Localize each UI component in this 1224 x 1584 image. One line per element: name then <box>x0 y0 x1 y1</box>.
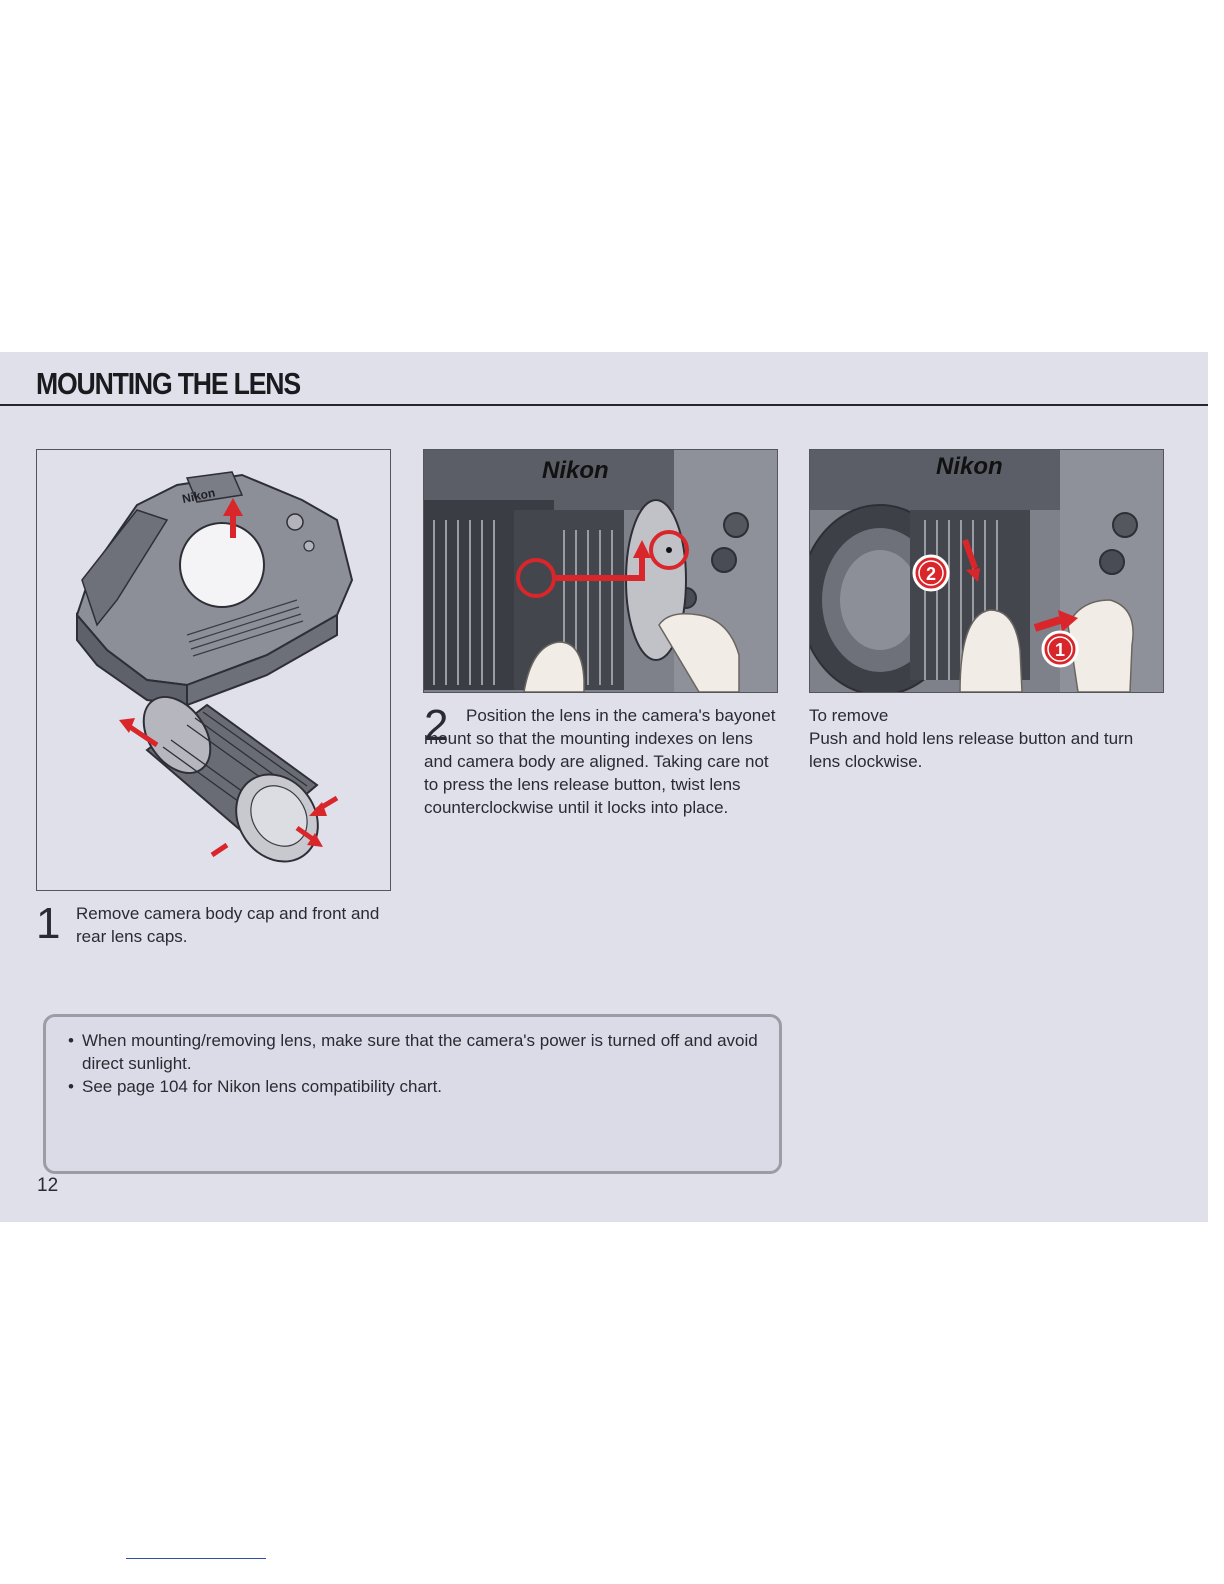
fig1-brand-text: Nikon <box>181 485 217 506</box>
camera-body-illustration <box>75 471 354 707</box>
figure-remove-lens: 2 1 Nikon <box>809 449 1164 693</box>
fig3-brand-text: Nikon <box>936 453 1003 480</box>
fig2-brand-text: Nikon <box>542 457 609 484</box>
footer-line <box>126 1558 266 1559</box>
manual-page: MOUNTING THE LENS Nikon <box>0 352 1208 1222</box>
note-box: • When mounting/removing lens, make sure… <box>43 1014 782 1174</box>
page-title: MOUNTING THE LENS <box>36 366 301 401</box>
step-1-number: 1 <box>36 899 61 948</box>
bullet-icon: • <box>68 1077 74 1096</box>
bullet-icon: • <box>68 1031 74 1050</box>
note-item: • See page 104 for Nikon lens compatibil… <box>68 1075 762 1098</box>
figure-mount-lens: Nikon <box>423 449 778 693</box>
note-list: • When mounting/removing lens, make sure… <box>46 1017 779 1098</box>
lens-illustration <box>142 696 319 863</box>
badge-1-text: 1 <box>1055 640 1065 660</box>
title-rule <box>0 404 1208 406</box>
note-item-text: When mounting/removing lens, make sure t… <box>82 1031 758 1073</box>
remove-text: Push and hold lens release button and tu… <box>809 729 1134 771</box>
page-number: 12 <box>37 1175 59 1196</box>
badge-2-text: 2 <box>926 564 936 584</box>
note-item: • When mounting/removing lens, make sure… <box>68 1029 762 1075</box>
figure-remove-caps: Nikon <box>36 449 391 891</box>
step-2-number: 2 <box>424 701 449 750</box>
lens-barrel <box>424 499 687 690</box>
step-1-text: Remove camera body cap and front and rea… <box>76 904 380 946</box>
remove-heading: To remove <box>809 706 889 725</box>
step-2-text: Position the lens in the camera's bayone… <box>424 706 776 817</box>
note-item-text: See page 104 for Nikon lens compatibilit… <box>82 1077 443 1096</box>
